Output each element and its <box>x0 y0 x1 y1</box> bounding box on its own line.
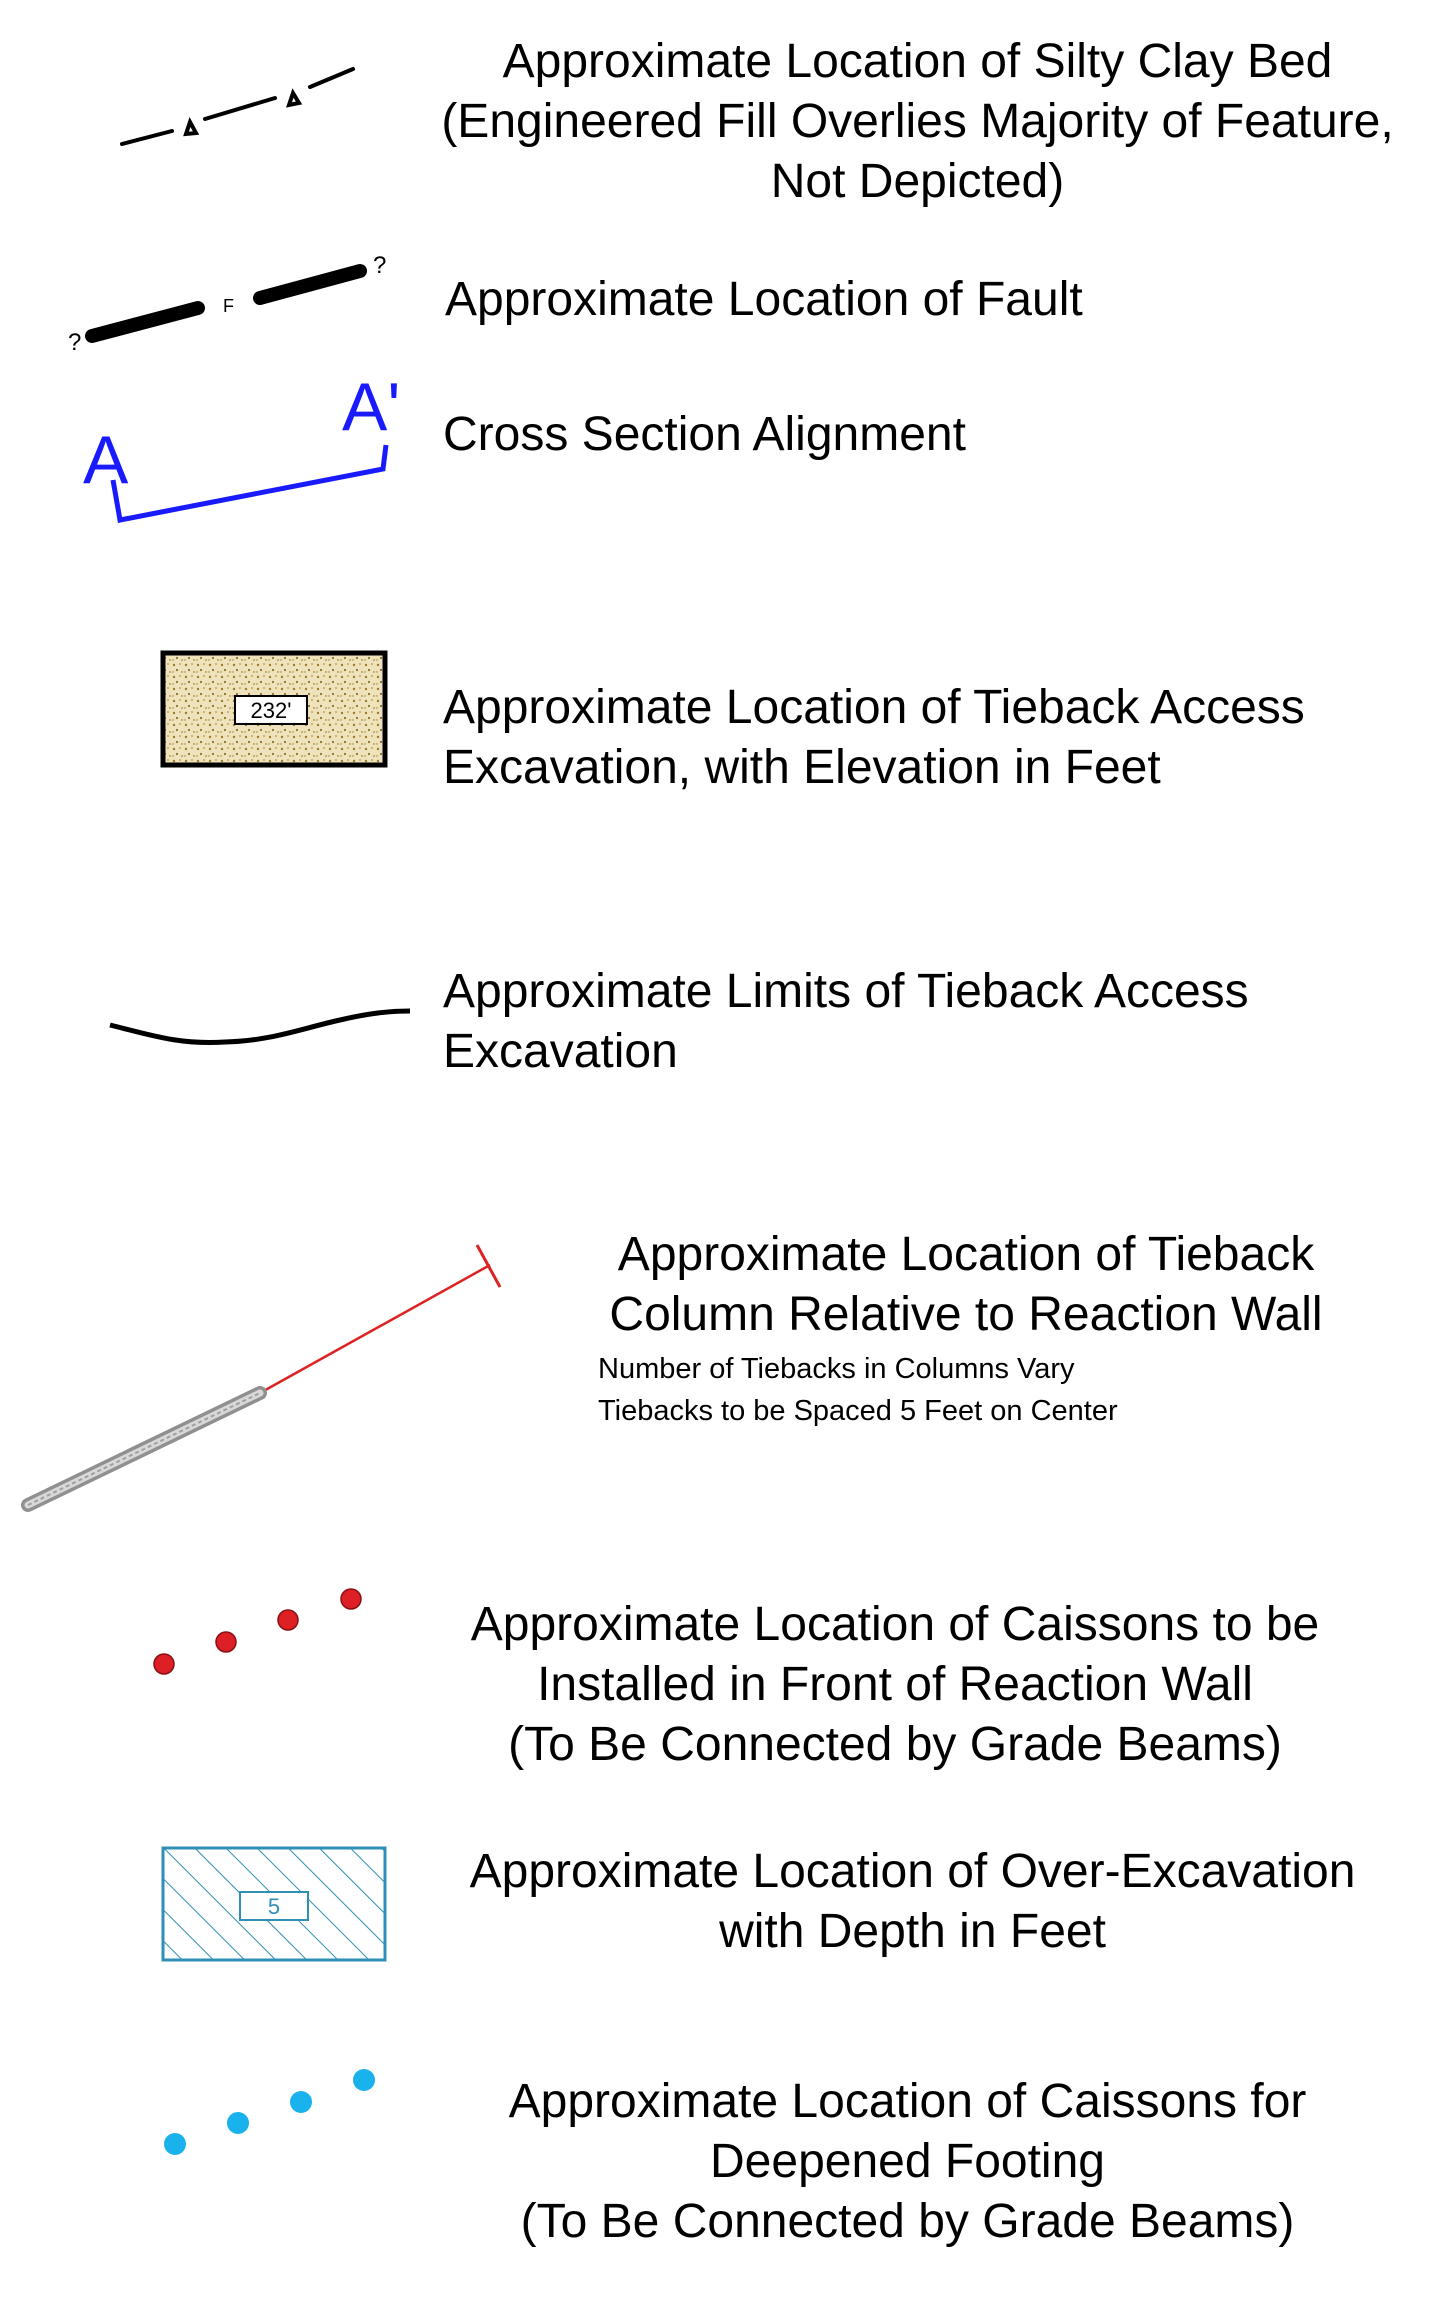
red-dots-icon <box>153 1588 362 1675</box>
curved-line-icon <box>109 1008 411 1046</box>
tieback-limits-label: Approximate Limits of Tieback Access Exc… <box>443 965 1249 1078</box>
fault-query-end: ? <box>373 252 386 279</box>
tieback-column-notes: Number of Tiebacks in Columns Vary Tieba… <box>598 1353 1118 1427</box>
caisson-footing-dot <box>227 2112 249 2134</box>
caisson-dot <box>153 1653 175 1675</box>
cross-section-line-icon: A A' <box>83 369 400 523</box>
stippled-rectangle-icon: 232' <box>160 650 388 768</box>
tieback-tendon-line <box>259 1263 491 1395</box>
cross-section-end-label: A' <box>342 369 400 445</box>
hatched-rectangle-icon: 5 <box>161 1846 387 1962</box>
triangle-marker-2 <box>286 88 303 108</box>
fault-line-icon: ? F ? <box>68 252 386 356</box>
fault-label: Approximate Location of Fault <box>445 273 1083 326</box>
caissons-footing-label: Approximate Location of Caissons for Dee… <box>508 2075 1307 2248</box>
caisson-dot <box>277 1609 299 1631</box>
excavation-elevation-value: 232' <box>251 698 292 723</box>
over-excavation-label: Approximate Location of Over-Excavation … <box>469 1845 1356 1958</box>
dashed-line-with-triangles-icon <box>120 67 355 146</box>
silty-clay-label: Approximate Location of Silty Clay Bed (… <box>441 35 1394 208</box>
tieback-anchor-icon <box>21 1244 502 1512</box>
caissons-reaction-label: Approximate Location of Caissons to be I… <box>470 1598 1320 1771</box>
caisson-footing-dot <box>290 2091 312 2113</box>
tieback-access-label: Approximate Location of Tieback Access E… <box>443 681 1305 794</box>
cyan-dots-icon <box>164 2069 375 2155</box>
tieback-column-label: Approximate Location of Tieback Column R… <box>609 1228 1323 1341</box>
fault-query-start: ? <box>68 329 81 356</box>
caisson-dot <box>340 1588 362 1610</box>
fault-f-marker: F <box>223 296 234 316</box>
cross-section-start-label: A <box>83 422 129 498</box>
caisson-dot <box>215 1631 237 1653</box>
cross-section-label: Cross Section Alignment <box>443 408 966 461</box>
over-excavation-depth-value: 5 <box>268 1894 280 1919</box>
caisson-footing-dot <box>353 2069 375 2091</box>
tieback-end-plate <box>475 1244 502 1288</box>
triangle-marker-1 <box>183 117 200 137</box>
caisson-footing-dot <box>164 2133 186 2155</box>
